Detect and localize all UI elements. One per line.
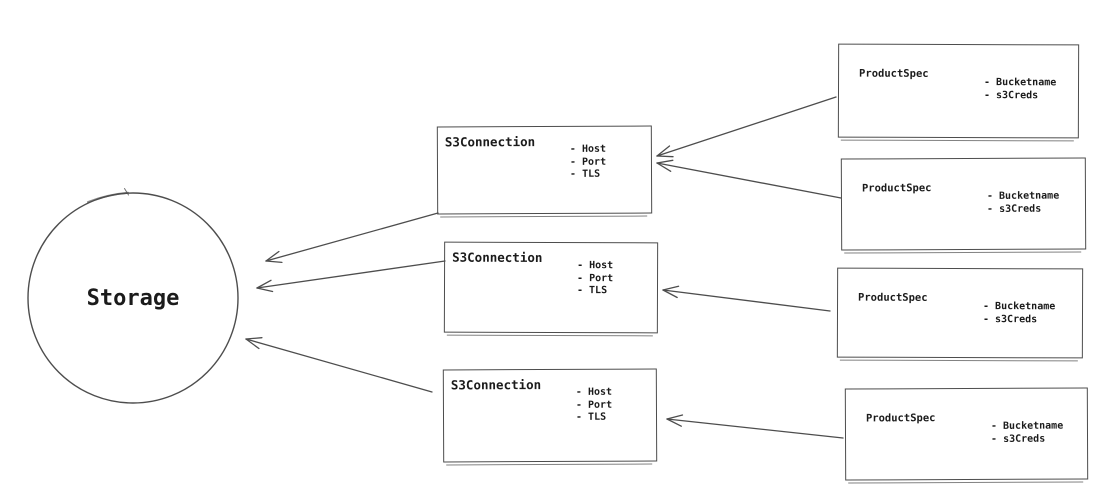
productspec-attributes: - Bucketname - s3Creds — [991, 421, 1063, 447]
attribute-port: - Port — [569, 156, 607, 168]
arrow-productspec4-to-s3connection3 — [666, 418, 844, 439]
arrowhead — [256, 287, 274, 293]
productspec-title: ProductSpec — [859, 67, 929, 80]
s3connection-attributes: - Host - Port - TLS — [570, 144, 606, 182]
productspec-title: ProductSpec — [858, 291, 928, 304]
attribute-s3creds: - s3Creds — [983, 89, 1039, 101]
attribute-tls: - TLS — [575, 411, 607, 424]
attribute-bucketname: - Bucketname — [984, 77, 1057, 89]
arrowhead — [656, 162, 672, 172]
attribute-s3creds: - s3Creds — [990, 433, 1046, 445]
arrowhead — [662, 285, 680, 291]
arrow-productspec3-to-s3connection2 — [662, 289, 831, 312]
attribute-bucketname: - Bucketname — [990, 420, 1064, 432]
arrowhead — [265, 250, 280, 262]
productspec-title: ProductSpec — [865, 412, 936, 425]
storage-circle-shape — [27, 192, 239, 404]
arrowhead — [656, 155, 674, 158]
s3connection-attributes: - Host - Port - TLS — [576, 387, 612, 425]
storage-node-label: Storage — [86, 285, 180, 311]
arrow-s3connection1-to-storage — [265, 212, 439, 262]
productspec-node-2: ProductSpec - Bucketname - s3Creds — [840, 157, 1087, 251]
arrow-s3connection3-to-storage — [245, 338, 433, 393]
productspec-node-1: ProductSpec - Bucketname - s3Creds — [837, 43, 1080, 139]
circle-sketch-tick — [124, 188, 129, 196]
s3connection-title: S3Connection — [452, 249, 543, 265]
s3connection-node-1: S3Connection - Host - Port - TLS — [436, 125, 653, 215]
productspec-attributes: - Bucketname - s3Creds — [987, 191, 1059, 217]
arrowhead — [656, 145, 671, 157]
arrow-productspec1-to-s3connection1 — [656, 96, 837, 157]
arrow-s3connection2-to-storage — [256, 260, 446, 289]
arrowhead — [666, 414, 684, 420]
arrow-productspec2-to-s3connection1 — [656, 162, 842, 199]
productspec-title: ProductSpec — [861, 182, 932, 195]
attribute-port: - Port — [577, 272, 614, 284]
productspec-node-3: ProductSpec - Bucketname - s3Creds — [836, 267, 1084, 359]
arrowhead — [245, 338, 260, 350]
arrowhead — [656, 159, 674, 164]
attribute-bucketname: - Bucketname — [986, 190, 1060, 202]
productspec-attributes: - Bucketname - s3Creds — [983, 301, 1055, 326]
s3connection-title: S3Connection — [450, 377, 542, 393]
s3connection-attributes: - Host - Port - TLS — [577, 260, 613, 298]
attribute-s3creds: - s3Creds — [986, 203, 1042, 215]
attribute-port: - Port — [575, 399, 613, 411]
arrowhead — [265, 260, 283, 264]
s3connection-title: S3Connection — [444, 134, 536, 150]
attribute-tls: - TLS — [576, 285, 608, 297]
s3connection-node-2: S3Connection - Host - Port - TLS — [443, 241, 659, 334]
attribute-host: - Host — [575, 386, 613, 398]
attribute-s3creds: - s3Creds — [982, 313, 1038, 325]
attribute-host: - Host — [577, 260, 614, 272]
circle-sketch-overlap — [87, 191, 129, 203]
connectors — [245, 96, 844, 439]
attribute-tls: - TLS — [569, 168, 601, 181]
s3connection-node-3: S3Connection - Host - Port - TLS — [442, 368, 658, 463]
productspec-attributes: - Bucketname - s3Creds — [984, 77, 1056, 102]
arrowhead — [662, 289, 678, 299]
attribute-bucketname: - Bucketname — [983, 301, 1056, 313]
arrowhead — [245, 337, 263, 340]
productspec-node-4: ProductSpec - Bucketname - s3Creds — [844, 387, 1089, 481]
attribute-host: - Host — [569, 143, 607, 155]
arrowhead — [666, 418, 682, 427]
arrowhead — [256, 279, 272, 289]
